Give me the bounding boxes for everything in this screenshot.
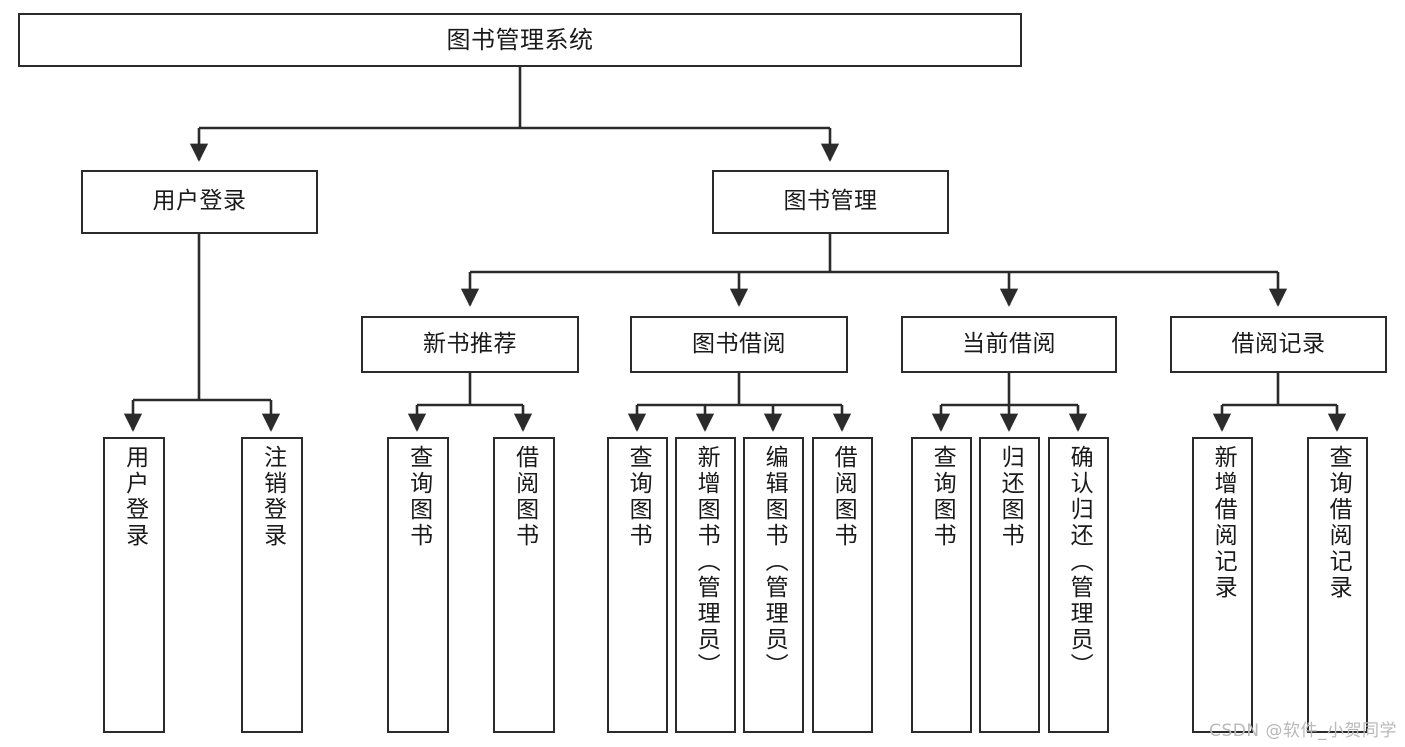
node-label: 借阅记录: [1231, 330, 1326, 357]
leaf-user-login-login[interactable]: 用户登录: [103, 437, 165, 733]
watermark-text: CSDN @软件_小贺同学: [1209, 721, 1397, 741]
node-current-borrow[interactable]: 当前借阅: [901, 316, 1117, 373]
node-label: 借阅图书: [511, 445, 538, 549]
node-label: 新书推荐: [423, 330, 517, 357]
leaf-records-query-record[interactable]: 查询借阅记录: [1307, 437, 1368, 733]
leaf-borrow-query-book[interactable]: 查询图书: [607, 437, 668, 733]
node-label: 新增借阅记录: [1210, 445, 1237, 601]
leaf-recommend-borrow-book[interactable]: 借阅图书: [493, 437, 555, 733]
leaf-current-return-book[interactable]: 归还图书: [979, 437, 1040, 733]
node-book-management[interactable]: 图书管理: [712, 170, 949, 234]
node-label: 确认归还（管理员）: [1066, 445, 1093, 679]
node-label: 新增图书（管理员）: [693, 445, 720, 679]
node-label: 注销登录: [259, 445, 286, 549]
node-label: 查询图书: [929, 445, 956, 549]
leaf-user-login-logout[interactable]: 注销登录: [241, 437, 303, 733]
node-book-borrow[interactable]: 图书借阅: [630, 316, 848, 373]
node-label: 查询借阅记录: [1325, 445, 1352, 601]
node-label: 当前借阅: [962, 330, 1056, 357]
node-label: 图书管理: [783, 188, 878, 215]
node-label: 编辑图书（管理员）: [761, 445, 788, 679]
node-label: 图书管理系统: [446, 25, 594, 54]
node-label: 查询图书: [405, 445, 432, 549]
node-label: 查询图书: [625, 445, 652, 549]
leaf-borrow-add-book-admin[interactable]: 新增图书（管理员）: [675, 437, 736, 733]
leaf-current-confirm-return-admin[interactable]: 确认归还（管理员）: [1048, 437, 1109, 733]
node-label: 借阅图书: [830, 445, 857, 549]
leaf-borrow-borrow-book[interactable]: 借阅图书: [812, 437, 873, 733]
node-user-login[interactable]: 用户登录: [81, 170, 318, 234]
node-label: 用户登录: [152, 188, 247, 215]
leaf-current-query-book[interactable]: 查询图书: [911, 437, 972, 733]
leaf-records-add-record[interactable]: 新增借阅记录: [1192, 437, 1253, 733]
leaf-recommend-query-book[interactable]: 查询图书: [387, 437, 449, 733]
node-borrow-records[interactable]: 借阅记录: [1170, 316, 1387, 373]
node-label: 归还图书: [997, 445, 1024, 549]
node-label: 用户登录: [121, 445, 148, 549]
leaf-borrow-edit-book-admin[interactable]: 编辑图书（管理员）: [743, 437, 804, 733]
node-new-book-recommend[interactable]: 新书推荐: [361, 316, 579, 373]
node-root-system[interactable]: 图书管理系统: [18, 13, 1022, 67]
node-label: 图书借阅: [692, 330, 786, 357]
